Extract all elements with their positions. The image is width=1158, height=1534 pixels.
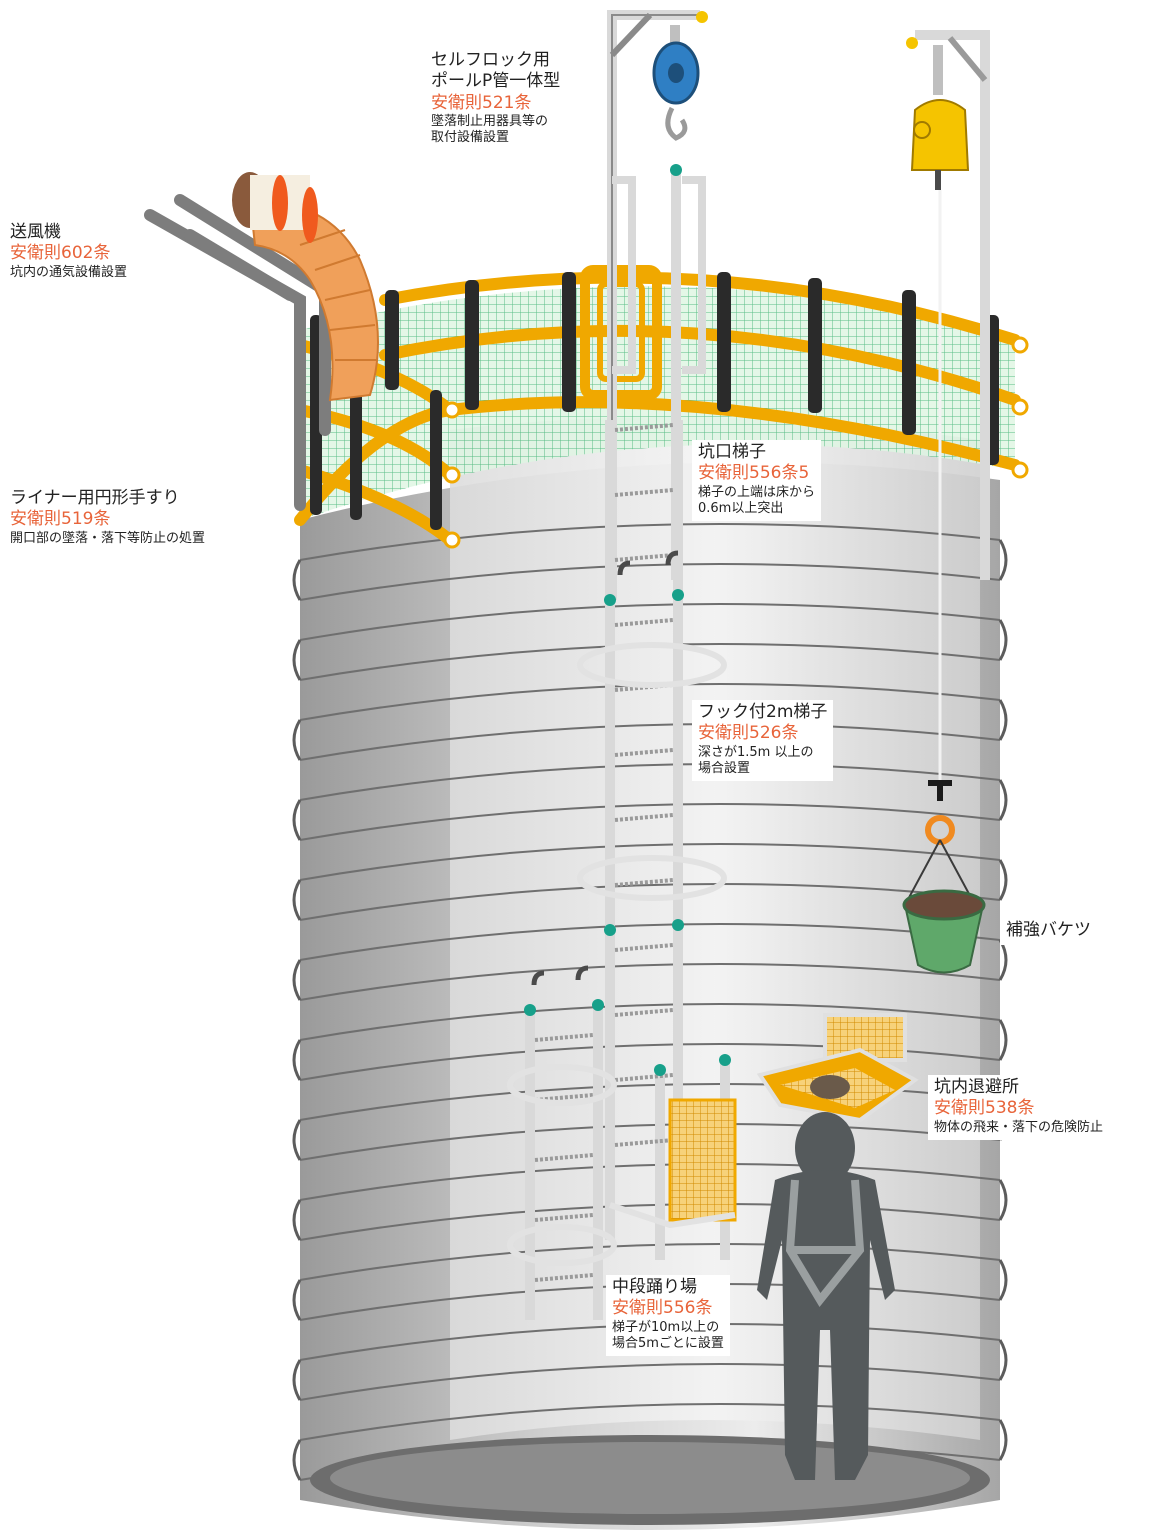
hook-ladder-label: フック付2m梯子 安衛則526条 深さが1.5m 以上の 場合設置 — [692, 700, 834, 781]
shelter-title: 坑内退避所 — [934, 1077, 1019, 1097]
hoist-pole — [906, 30, 990, 790]
blower-desc: 坑内の通気設備設置 — [10, 264, 128, 280]
top-ladder-desc-line1: 梯子の上端は床から — [698, 484, 816, 500]
pole-rule: 安衛則521条 — [431, 92, 532, 113]
pole-title-line2: ポールP管一体型 — [431, 71, 561, 92]
worker-icon — [757, 1112, 895, 1480]
hook-ladder-rule: 安衛則526条 — [698, 723, 799, 744]
handrail-rule: 安衛則519条 — [10, 509, 111, 530]
bucket-label: 補強バケツ — [1000, 918, 1097, 946]
pole-desc-line2: 取付設備設置 — [431, 130, 510, 145]
shelter-desc: 物体の飛来・落下の危険防止 — [934, 1119, 1104, 1135]
shelter-label: 坑内退避所 安衛則538条 物体の飛来・落下の危険防止 — [928, 1075, 1110, 1140]
bucket-icon — [902, 780, 986, 974]
top-ladder-label: 坑口梯子 安衛則556条5 梯子の上端は床から 0.6m以上突出 — [692, 440, 822, 521]
landing-label: 中段踊り場 安衛則556条 梯子が10m以上の 場合5mごとに設置 — [606, 1275, 730, 1356]
pole-title-line1: セルフロック用 — [431, 50, 550, 70]
blower-title: 送風機 — [10, 222, 61, 242]
ladder-icon — [507, 420, 731, 1320]
blower-icon — [144, 172, 379, 511]
landing-platform — [609, 1098, 737, 1229]
hook-ladder-title: フック付2m梯子 — [698, 702, 828, 722]
landing-title: 中段踊り場 — [612, 1277, 697, 1297]
top-ladder-desc-line2: 0.6m以上突出 — [698, 500, 784, 516]
blower-rule: 安衛則602条 — [10, 243, 111, 264]
landing-desc-line1: 梯子が10m以上の — [612, 1319, 720, 1335]
handrail-title: ライナー用円形手すり — [10, 488, 180, 508]
landing-rule: 安衛則556条 — [612, 1298, 713, 1319]
shaft-liner — [292, 417, 1008, 1531]
shelter-rule: 安衛則538条 — [934, 1098, 1035, 1119]
shelter-icon — [756, 1013, 919, 1123]
blower-label: 送風機 安衛則602条 坑内の通気設備設置 — [4, 220, 134, 285]
hoist-icon — [910, 45, 970, 190]
handrail-desc: 開口部の墜落・落下等防止の処置 — [10, 530, 206, 546]
hook-ladder-desc-line2: 場合設置 — [698, 760, 751, 776]
landing-desc-line2: 場合5mごとに設置 — [612, 1335, 724, 1351]
top-ladder-title: 坑口梯子 — [698, 442, 766, 462]
hook-ladder-desc-line1: 深さが1.5m 以上の — [698, 744, 814, 760]
handrail-label: ライナー用円形手すり 安衛則519条 開口部の墜落・落下等防止の処置 — [4, 486, 212, 551]
pole-desc-line1: 墜落制止用器具等の — [431, 113, 549, 129]
pulley-block-icon — [652, 25, 700, 141]
top-ladder-rule: 安衛則556条5 — [698, 463, 810, 484]
pole-label: セルフロック用 ポールP管一体型 安衛則521条 墜落制止用器具等の 取付設備設… — [425, 48, 567, 151]
bucket-title: 補強バケツ — [1006, 920, 1091, 940]
